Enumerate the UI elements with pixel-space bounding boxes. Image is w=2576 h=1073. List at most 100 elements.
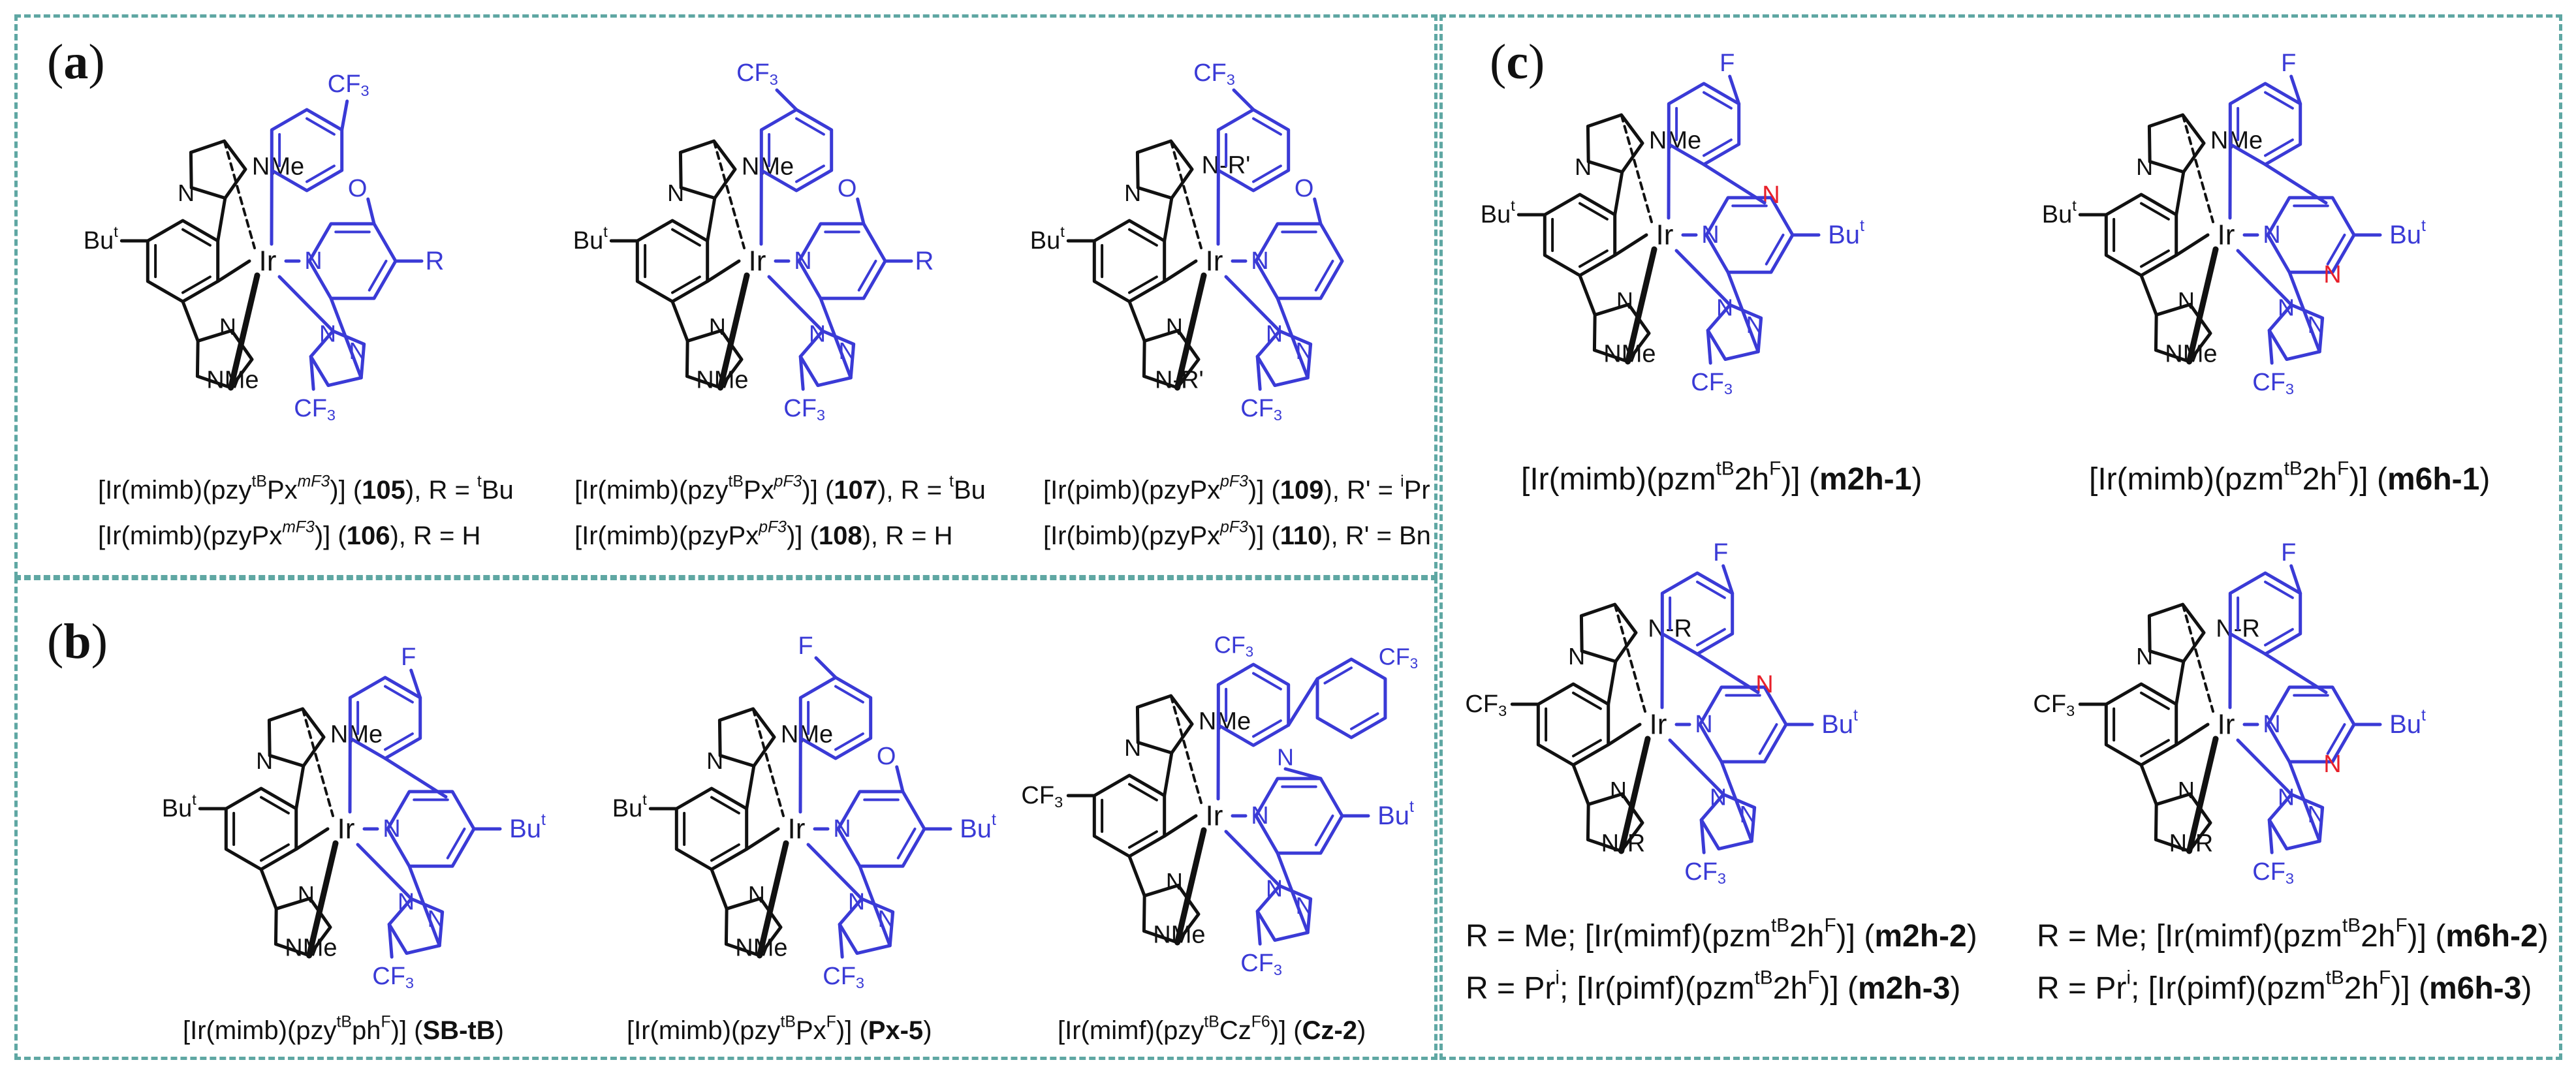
- aryl-ring: [1216, 662, 1291, 747]
- bond: [1255, 354, 1262, 391]
- pyridine-ring: [836, 790, 926, 868]
- iridium-label: Ir: [788, 813, 806, 845]
- double-bond: [1252, 672, 1282, 691]
- bond: [340, 99, 349, 132]
- n-label: N: [1124, 179, 1141, 206]
- pyridine-ring: [1254, 777, 1344, 855]
- n-label: N: [1251, 802, 1268, 830]
- benzene-ring: [635, 219, 710, 303]
- n-label: N: [1575, 153, 1592, 180]
- n-label: N: [2278, 784, 2295, 811]
- bond: [1699, 818, 1706, 854]
- imidazole-ring-lower: [1586, 792, 1644, 853]
- ir-carbene-bond-bold: [757, 840, 789, 959]
- n-label: N: [383, 815, 400, 843]
- double-bond: [1323, 666, 1353, 685]
- pyrazole-ring: [1706, 303, 1763, 362]
- ir-carbene-bond-bold: [717, 272, 750, 391]
- n-label: N: [178, 179, 195, 206]
- f-label: F: [401, 644, 416, 671]
- n-label: N: [839, 337, 856, 364]
- pyridine-ring: [307, 222, 398, 300]
- ir-n-bond: [806, 843, 864, 901]
- double-bond: [896, 828, 917, 860]
- n-label: N: [2278, 294, 2295, 321]
- double-bond: [795, 117, 825, 136]
- pyridine-ring: [1698, 685, 1788, 764]
- double-bond: [671, 275, 701, 294]
- ir-n-bond: [1668, 738, 1725, 796]
- o-label: O: [838, 175, 857, 202]
- double-bond: [446, 828, 466, 860]
- pyrazole-ring: [798, 329, 856, 388]
- bond: [1313, 197, 1323, 226]
- f-label: F: [2281, 50, 2296, 77]
- caption-107: [Ir(mimb)(pzytBPxpF3)] (107), R = tBu: [574, 473, 986, 505]
- n-label: N: [667, 179, 684, 206]
- n-label: N: [398, 888, 415, 915]
- caption-105: [Ir(mimb)(pzytBPxmF3)] (105), R = tBu: [98, 473, 514, 505]
- n-label: N: [1166, 868, 1183, 895]
- n-label: N: [1124, 734, 1141, 761]
- cf3-label: CF3: [1691, 369, 1733, 397]
- bond: [1283, 767, 1323, 781]
- double-bond: [1128, 783, 1158, 801]
- f-label: F: [798, 632, 813, 660]
- caption-m6h-1: [Ir(mimb)(pzmtB2hF)] (m6h-1): [2089, 458, 2490, 497]
- ir-n-bond: [1224, 830, 1281, 888]
- double-bond: [1572, 739, 1602, 758]
- bond: [1276, 851, 1310, 935]
- nme-label: NMe: [206, 367, 259, 394]
- double-bond: [1128, 830, 1158, 849]
- n-label: N: [298, 881, 315, 908]
- double-bond: [368, 260, 388, 292]
- benzene-ring: [1536, 682, 1610, 767]
- nr-label: N-R: [2169, 830, 2214, 858]
- double-bond: [795, 164, 825, 183]
- caption-110: [Ir(bimb)(pzyPxpF3)] (110), R' = Bn: [1043, 518, 1431, 550]
- imidazole-ring-upper: [1135, 694, 1194, 755]
- but-label: But: [960, 811, 996, 844]
- iridium-label: Ir: [2218, 219, 2235, 251]
- double-bond: [2326, 723, 2346, 755]
- bond: [2263, 163, 2328, 205]
- iridium-label: Ir: [749, 245, 766, 277]
- nme-label: NMe: [252, 153, 304, 180]
- bond: [670, 300, 689, 343]
- pyrimidine-n-label: N: [1755, 671, 1773, 698]
- bond: [1706, 328, 1712, 365]
- bond: [1163, 196, 1174, 243]
- benzene-ring: [1543, 193, 1617, 277]
- ir-n-bond: [277, 275, 335, 333]
- ir-carbene-bond: [223, 140, 256, 249]
- cf3-label: CF3: [1240, 950, 1282, 978]
- bond: [2287, 270, 2321, 354]
- n-label: N: [1740, 801, 1757, 828]
- double-bond: [181, 275, 212, 294]
- double-bond: [1758, 723, 1778, 755]
- pyridine-ring: [386, 790, 476, 868]
- double-bond: [2264, 580, 2294, 599]
- nme-label: NMe: [2165, 341, 2217, 368]
- double-bond: [1314, 260, 1334, 292]
- imidazole-ring-lower: [1142, 883, 1201, 944]
- imidazole-ring-upper: [2147, 602, 2206, 664]
- ir-c-bond: [2175, 723, 2210, 747]
- n-label: N: [2308, 311, 2325, 338]
- n-label: N: [1610, 777, 1627, 803]
- ir-carbene-bond: [301, 708, 334, 817]
- benzene-ring: [1092, 219, 1167, 303]
- double-bond: [1350, 712, 1379, 730]
- double-bond: [2140, 249, 2170, 268]
- o-label: O: [877, 743, 896, 770]
- cf3-label: CF3: [372, 963, 414, 991]
- n-label: N: [349, 337, 366, 364]
- bond: [814, 656, 838, 679]
- imidazole-ring-upper: [267, 707, 326, 768]
- caption-m2h-1: [Ir(mimb)(pzmtB2hF)] (m2h-1): [1521, 458, 1923, 497]
- nme-label: NMe: [1199, 708, 1251, 735]
- bond: [2139, 273, 2158, 317]
- bond: [710, 867, 729, 910]
